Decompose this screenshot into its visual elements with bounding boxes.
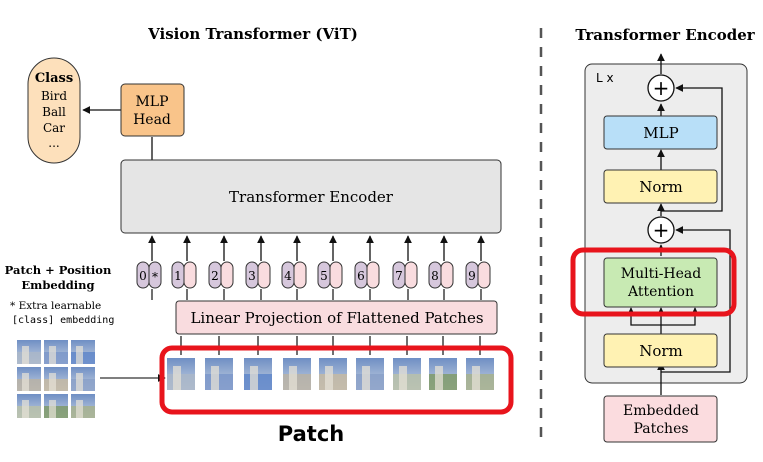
token-label: 4 [284,269,292,283]
patch-tile [167,336,195,390]
token-label: 9 [468,269,476,283]
token-label: 7 [395,269,403,283]
add-symbol: + [653,76,670,100]
class-heading: Class [35,71,73,86]
class-item: Ball [42,105,66,119]
patch-label: Patch [278,422,344,446]
embedded-patches-box: Embedded Patches [603,395,718,443]
class-item: Car [43,121,65,135]
residual-2 [661,84,723,212]
token-label: 1 [174,269,182,283]
norm-box: Norm [603,333,718,368]
patch-highlight [159,345,514,415]
token-label: 8 [431,269,439,283]
vit-title: Vision Transformer (ViT) [147,25,358,43]
add-node: + [647,216,675,244]
source-tile [17,367,41,391]
source-tile [17,340,41,364]
attention-highlight [570,247,737,317]
extra-note: * Extra learnable [10,300,101,312]
patch-tile [466,336,494,390]
token: 0* [136,235,162,300]
token: 1 [171,235,197,300]
patch-tile [319,336,347,390]
transformer-encoder-box: Transformer Encoder [120,159,502,234]
source-tile [71,394,95,418]
token-label: 6 [357,269,365,283]
norm-label: Norm [639,342,683,360]
norm-label: Norm [639,178,683,196]
token-label: 2 [211,269,219,283]
embedded-label: Embedded [623,403,699,419]
source-tile [71,367,95,391]
mlp-head-label: Head [133,112,171,128]
norm-box: Norm [603,169,718,204]
mlp-head-label: MLP [135,94,168,110]
class-item: Bird [41,89,67,103]
source-tile [44,367,68,391]
repeat-label: L x [596,71,614,85]
token: 6 [354,235,380,300]
token: 9 [465,235,491,300]
source-tile [17,394,41,418]
attention-box: Multi-Head Attention [603,257,718,308]
token: 4 [281,235,307,300]
patch-tile [283,336,311,390]
patch-tile [356,336,384,390]
encoder-block: L x + MLP No [584,53,748,395]
embedded-label: Patches [633,421,688,437]
attention-label: Multi-Head [621,266,702,282]
source-image-grid [17,340,95,418]
pos-embedding-label: Embedding [21,278,94,292]
add-node: + [647,74,675,102]
residual-1 [661,226,731,373]
token-label: 0 [139,269,147,283]
token-label: 3 [248,269,256,283]
pos-embedding-label: Patch + Position [5,263,112,277]
add-symbol: + [653,218,670,242]
token: 7 [392,235,418,300]
class-item: ... [48,136,59,150]
token: 8 [428,235,454,300]
token-label: 5 [320,269,328,283]
encoder-title: Transformer Encoder [575,26,755,44]
mlp-box: MLP [603,115,718,150]
source-tile [44,340,68,364]
encoder-label: Transformer Encoder [229,188,394,206]
token: 2 [208,235,234,300]
extra-note: [class] embedding [12,315,114,326]
attention-label: Attention [627,284,694,300]
patch-tile [429,336,457,390]
source-tile [44,394,68,418]
patch-tile [244,336,272,390]
linear-projection-box: Linear Projection of Flattened Patches [175,300,498,335]
source-tile [71,340,95,364]
patch-row [167,336,494,390]
token-label: * [152,270,158,284]
patch-tile [205,336,233,390]
token: 5 [317,235,343,300]
token: 3 [245,235,271,300]
mlp-head-box: MLP Head [120,83,185,137]
mlp-label: MLP [643,124,678,142]
patch-tile [393,336,421,390]
class-box: Class Bird Ball Car ... [27,57,81,164]
projection-label: Linear Projection of Flattened Patches [190,309,483,327]
